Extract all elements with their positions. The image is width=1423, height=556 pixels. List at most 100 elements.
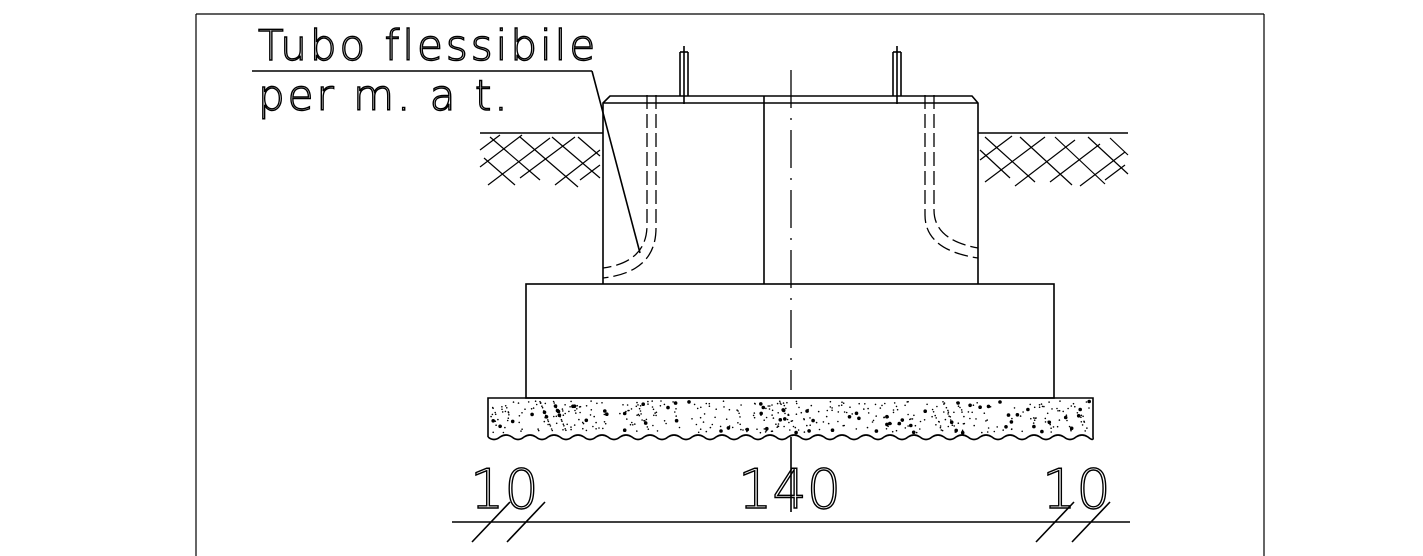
concrete-speckle xyxy=(630,408,633,410)
concrete-speckle xyxy=(1080,414,1083,417)
concrete-speckle xyxy=(884,402,886,405)
concrete-speckle xyxy=(1040,403,1043,405)
concrete-speckle xyxy=(962,423,965,425)
concrete-speckle xyxy=(911,418,914,420)
concrete-speckle xyxy=(783,404,786,407)
concrete-speckle xyxy=(785,407,787,410)
concrete-speckle xyxy=(570,426,572,428)
concrete-speckle xyxy=(900,418,905,422)
concrete-speckle xyxy=(541,405,543,408)
concrete-speckle xyxy=(501,408,503,411)
concrete-speckle xyxy=(906,401,908,403)
concrete-speckle xyxy=(547,420,550,423)
concrete-speckle xyxy=(507,411,510,414)
concrete-speckle xyxy=(574,409,576,412)
concrete-speckle xyxy=(636,414,638,417)
concrete-speckle xyxy=(1043,405,1045,408)
concrete-speckle xyxy=(592,425,594,428)
concrete-speckle xyxy=(1056,425,1059,428)
concrete-speckle xyxy=(815,421,818,424)
concrete-speckle xyxy=(960,430,965,435)
concrete-speckle xyxy=(786,401,788,404)
concrete-speckle xyxy=(981,431,983,434)
concrete-speckle xyxy=(901,420,904,422)
concrete-speckle xyxy=(575,412,577,414)
concrete-speckle xyxy=(786,418,789,421)
concrete-speckle xyxy=(544,415,549,419)
concrete-speckle xyxy=(783,425,785,428)
concrete-speckle xyxy=(951,424,954,427)
concrete-speckle xyxy=(646,426,649,428)
concrete-speckle xyxy=(653,414,655,417)
concrete-speckle xyxy=(1002,429,1004,431)
concrete-speckle xyxy=(1015,413,1020,417)
concrete-speckle xyxy=(935,417,937,419)
concrete-speckle xyxy=(1052,426,1055,428)
concrete-speckle xyxy=(625,410,627,413)
concrete-speckle xyxy=(753,412,756,414)
concrete-speckle xyxy=(641,402,645,407)
concrete-speckle xyxy=(568,410,570,413)
concrete-speckle xyxy=(542,410,547,415)
concrete-speckle xyxy=(907,425,909,427)
concrete-speckle xyxy=(626,404,629,406)
concrete-speckle xyxy=(643,421,648,425)
concrete-speckle xyxy=(622,404,624,406)
annotation-label: Tubo flessibile per m. a t. xyxy=(252,20,641,254)
concrete-speckle xyxy=(842,402,845,405)
concrete-speckle xyxy=(822,421,825,423)
concrete-speckle xyxy=(578,406,581,408)
concrete-speckle xyxy=(604,422,607,425)
concrete-speckle xyxy=(983,412,986,415)
concrete-speckle xyxy=(784,412,786,415)
concrete-speckle xyxy=(651,406,654,408)
concrete-speckle xyxy=(674,418,679,423)
concrete-speckle xyxy=(656,430,659,432)
concrete-speckle xyxy=(1083,421,1086,423)
concrete-speckle xyxy=(956,401,958,404)
concrete-speckle xyxy=(551,429,554,432)
concrete-speckle xyxy=(961,429,964,432)
anchor-bolt-left xyxy=(679,46,689,104)
concrete-speckle xyxy=(1078,407,1082,412)
concrete-speckle xyxy=(517,402,520,404)
concrete-speckle xyxy=(867,407,869,410)
concrete-speckle xyxy=(697,431,700,434)
concrete-speckle xyxy=(700,406,702,409)
concrete-speckle xyxy=(1072,402,1075,405)
concrete-speckle xyxy=(895,405,898,408)
concrete-speckle xyxy=(1030,417,1032,420)
concrete-speckle xyxy=(705,402,708,405)
concrete-speckle xyxy=(1070,405,1073,407)
concrete-speckle xyxy=(501,406,503,408)
concrete-speckle xyxy=(788,421,790,424)
concrete-speckle xyxy=(622,411,627,416)
concrete-speckle xyxy=(582,422,585,425)
concrete-speckle xyxy=(1066,419,1068,422)
concrete-speckle xyxy=(742,429,744,431)
concrete-speckle xyxy=(940,429,943,431)
concrete-speckle xyxy=(971,411,973,414)
concrete-speckle xyxy=(590,400,592,402)
concrete-speckle xyxy=(1063,415,1068,420)
concrete-speckle xyxy=(638,414,641,417)
concrete-speckle xyxy=(897,423,899,425)
ground-right xyxy=(978,132,1129,187)
concrete-speckle xyxy=(963,415,965,418)
concrete-speckle xyxy=(782,402,785,404)
concrete-speckle xyxy=(907,413,909,416)
concrete-speckle xyxy=(705,430,708,433)
concrete-speckle xyxy=(939,425,942,427)
concrete-speckle xyxy=(1044,417,1047,420)
concrete-speckle xyxy=(728,425,731,427)
concrete-speckle xyxy=(644,420,646,422)
concrete-speckle xyxy=(636,401,638,404)
dimension-left: 10 xyxy=(470,458,539,521)
concrete-speckle xyxy=(765,416,768,419)
drawing-frame xyxy=(195,13,1265,556)
concrete-speckle xyxy=(598,427,600,429)
concrete-speckle xyxy=(1009,420,1014,424)
concrete-speckle xyxy=(605,412,609,417)
concrete-speckle xyxy=(1069,426,1074,431)
concrete-speckle xyxy=(708,405,711,408)
